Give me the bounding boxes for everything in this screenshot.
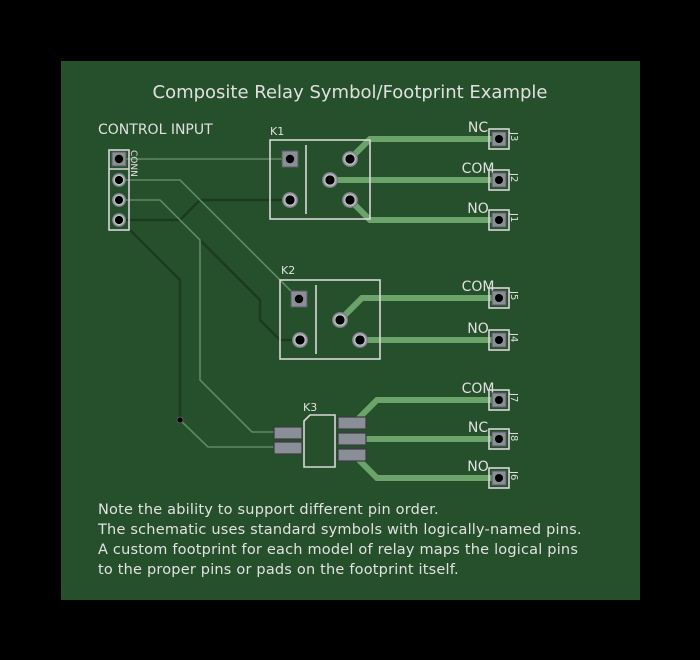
output-jack-j1[interactable]: NO J1 xyxy=(467,201,519,231)
output-jack-j2[interactable]: COM J2 xyxy=(462,161,519,191)
jack-hole xyxy=(495,474,503,482)
jack-ref: J3 xyxy=(508,131,519,141)
output-label: COM xyxy=(462,161,495,177)
relay-k3[interactable]: K3 xyxy=(273,401,367,468)
trace-k3-no xyxy=(352,453,499,481)
trace-conn2-k2 xyxy=(120,179,299,299)
jack-outline xyxy=(488,428,510,450)
relay-k3-pad-2[interactable] xyxy=(273,441,303,455)
note-line: The schematic uses standard symbols with… xyxy=(98,522,582,538)
output-label: NC xyxy=(468,120,488,136)
note-line: Note the ability to support different pi… xyxy=(98,502,439,518)
trace-via-k3 xyxy=(179,419,290,448)
relay-k3-pad-1[interactable] xyxy=(273,426,303,440)
output-label: COM xyxy=(462,381,495,397)
relay-k1-outline xyxy=(269,139,371,220)
relay-k1-pad-nc[interactable] xyxy=(342,151,358,167)
relay-k2-ref: K2 xyxy=(281,264,295,277)
output-jack-j4[interactable]: NO J4 xyxy=(467,321,519,351)
output-jack-j7[interactable]: COM J7 xyxy=(462,381,519,411)
relay-k1[interactable]: K1 xyxy=(269,125,371,220)
back-copper-traces xyxy=(120,198,300,420)
output-label: NO xyxy=(467,321,489,337)
connector-pad-2[interactable] xyxy=(112,173,126,187)
trace-k1-nc xyxy=(347,136,499,162)
board-title: Composite Relay Symbol/Footprint Example xyxy=(153,82,548,103)
relay-k3-ref: K3 xyxy=(303,401,317,414)
relay-k2[interactable]: K2 xyxy=(279,264,381,360)
output-jack-j3[interactable]: NC J3 xyxy=(468,120,519,150)
output-jack-j6[interactable]: NO J6 xyxy=(467,459,519,489)
jack-outline xyxy=(488,169,510,191)
jack-ref: J7 xyxy=(508,392,519,402)
output-jack-j5[interactable]: COM J5 xyxy=(462,279,519,309)
trace-k1-no xyxy=(347,197,499,223)
trace-k3-com xyxy=(352,397,499,425)
jack-ref: J6 xyxy=(508,470,519,480)
jack-outline xyxy=(488,128,510,150)
output-label: NO xyxy=(467,459,489,475)
output-label: NO xyxy=(467,201,489,217)
relay-k2-outline xyxy=(279,279,381,360)
trace-conn4-k3 xyxy=(129,229,182,420)
connector-pad-3[interactable] xyxy=(112,193,126,207)
jack-hole xyxy=(495,396,503,404)
trace-k2-pin xyxy=(199,239,300,342)
output-jack-j8[interactable]: NC J8 xyxy=(468,420,519,450)
via xyxy=(176,416,184,424)
pcb-board xyxy=(61,61,640,600)
jack-ref: J5 xyxy=(508,290,519,300)
relay-k2-pad-1-hole xyxy=(294,294,304,304)
relay-k1-ref: K1 xyxy=(270,125,284,138)
jack-ref: J8 xyxy=(508,431,519,441)
connector-label: CONTROL INPUT xyxy=(98,122,213,138)
relay-k2-pad-no[interactable] xyxy=(352,332,368,348)
front-copper-traces xyxy=(330,136,499,481)
relay-k1-pad-1-hole xyxy=(285,154,295,164)
thin-traces xyxy=(120,158,299,448)
output-label: NC xyxy=(468,420,488,436)
relay-k2-pad-com[interactable] xyxy=(332,312,348,328)
output-label: COM xyxy=(462,279,495,295)
jack-hole xyxy=(495,435,503,443)
jack-ref: J1 xyxy=(508,212,519,222)
trace-conn3-k3 xyxy=(120,199,290,433)
relay-k2-pad-2[interactable] xyxy=(292,332,308,348)
jack-outline xyxy=(488,467,510,489)
connector-pads xyxy=(111,151,127,227)
relay-k3-pad-com[interactable] xyxy=(337,416,367,430)
jack-hole xyxy=(495,135,503,143)
trace-k2-com xyxy=(337,295,499,323)
relay-k3-outline xyxy=(303,414,336,468)
jack-ref: J2 xyxy=(508,172,519,182)
relay-k1-pad-no[interactable] xyxy=(342,192,358,208)
connector-ref: CONN xyxy=(128,150,138,177)
jack-hole xyxy=(495,216,503,224)
connector-outline xyxy=(108,149,130,231)
jack-outline xyxy=(488,389,510,411)
jack-outline xyxy=(488,329,510,351)
relay-k1-pad-com[interactable] xyxy=(322,172,338,188)
relay-k1-pad-2[interactable] xyxy=(282,192,298,208)
jack-outline xyxy=(488,287,510,309)
jack-ref: J4 xyxy=(508,332,519,342)
connector-pad-4[interactable] xyxy=(112,213,126,227)
connector-pad-1-hole xyxy=(114,154,124,164)
jack-hole xyxy=(495,176,503,184)
jack-outline xyxy=(488,209,510,231)
jack-hole xyxy=(495,336,503,344)
note-text: Note the ability to support different pi… xyxy=(98,500,582,580)
relay-k3-pad-no[interactable] xyxy=(337,448,367,462)
trace-conn4-k1 xyxy=(120,198,290,222)
note-line: to the proper pins or pads on the footpr… xyxy=(98,562,459,578)
note-line: A custom footprint for each model of rel… xyxy=(98,542,579,558)
jack-hole xyxy=(495,294,503,302)
relay-k3-pad-nc[interactable] xyxy=(337,432,367,446)
